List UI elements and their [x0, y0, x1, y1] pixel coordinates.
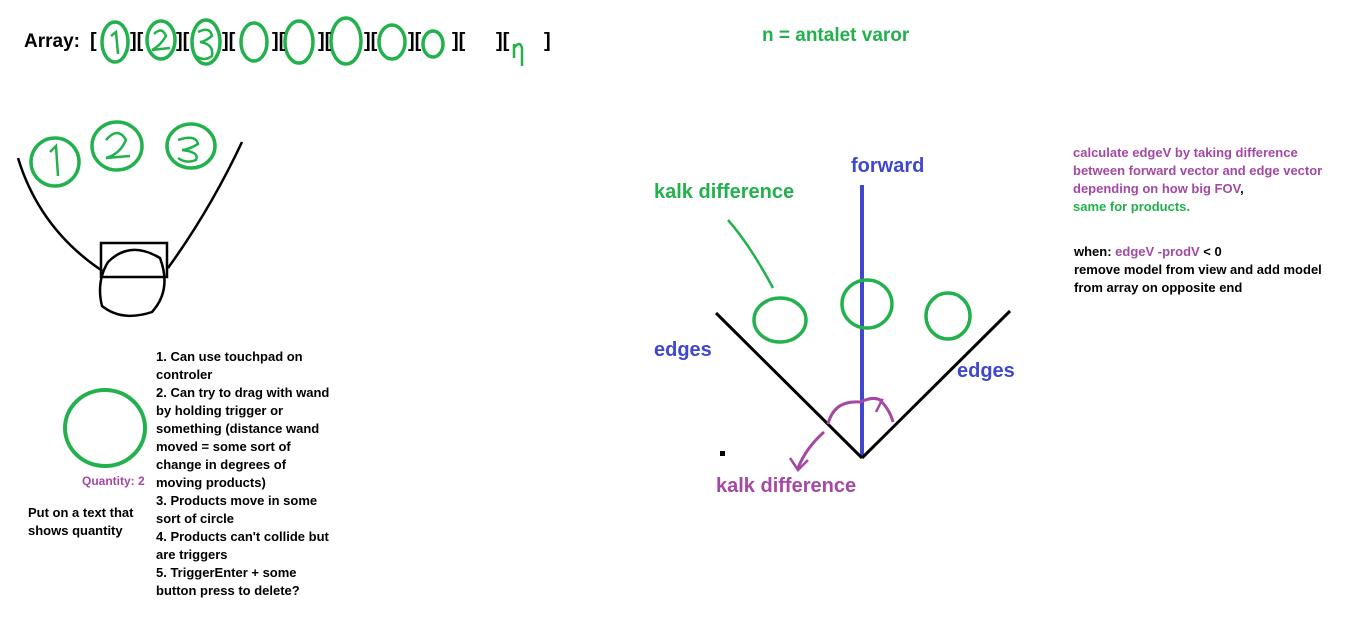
kalk-bottom-arrowhead [788, 457, 809, 472]
note-item: 3. Products move in some sort of circle [156, 493, 318, 526]
calc-edge-note: calculate edgeV by taking difference bet… [1073, 144, 1333, 216]
scribble-n [512, 42, 524, 66]
when-action: remove model from view and add model fro… [1074, 262, 1322, 295]
bracket: ][ [364, 30, 378, 52]
product-circle-left [752, 296, 808, 344]
quantity-label: Quantity: 2 [82, 474, 145, 488]
array-circle-1 [100, 20, 130, 64]
scribble-1 [110, 29, 120, 55]
kalk-bottom-pointer [796, 430, 825, 469]
array-cell-circles [100, 16, 445, 66]
scribble-2 [151, 29, 171, 52]
when-rule-note: when: edgeV -prodV < 0 remove model from… [1074, 243, 1344, 297]
n-definition: n = antalet varor [762, 25, 910, 46]
note-item: 5. TriggerEnter + some button press to d… [156, 565, 300, 598]
array-circle-5 [283, 19, 315, 65]
array-circle-2 [145, 19, 177, 61]
bracket: ][ [496, 30, 510, 52]
edge-right-line [860, 309, 1012, 460]
when-prefix: when: [1074, 244, 1116, 259]
bracket: ][ [272, 30, 286, 52]
array-circle-8 [421, 29, 445, 59]
put-text-note: Put on a text that shows quantity [28, 505, 134, 538]
bracket: ] [544, 30, 551, 52]
note-item: 4. Products can't collide but are trigge… [156, 529, 329, 562]
calc-comma: , [1240, 181, 1244, 196]
arc-arrowhead [869, 396, 884, 413]
edges-right-label: edges [957, 360, 1015, 382]
bracket: ][ [176, 30, 190, 52]
kalk-top-pointer [727, 219, 775, 289]
kalk-difference-top-label: kalk difference [654, 181, 795, 203]
bracket: ][ [452, 30, 466, 52]
product-circle-right [924, 291, 972, 341]
edge-left-line [714, 311, 864, 460]
quantity-product-circle [63, 388, 147, 468]
note-item: 1. Can use touchpad on controler [156, 349, 303, 382]
note-item: 2. Can try to drag with wand by holding … [156, 385, 330, 490]
array-brackets: [ ][ ][ ][ ][ ][ ][ ][ ][ ][ ] [90, 30, 560, 58]
interaction-notes: 1. Can use touchpad on controler 2. Can … [156, 348, 331, 600]
when-suffix: < 0 [1199, 244, 1222, 259]
forward-label: forward [851, 155, 925, 177]
calc-line-1: calculate edgeV by taking difference bet… [1073, 145, 1323, 196]
cup-sketch [16, 141, 244, 318]
product-circle-center [840, 278, 894, 330]
array-circle-7 [377, 23, 407, 61]
bracket: ][ [130, 30, 144, 52]
when-expression: edgeV -prodV [1115, 244, 1200, 259]
edges-left-label: edges [654, 339, 712, 361]
bracket: ][ [408, 30, 422, 52]
cup-product-circles [29, 120, 217, 188]
array-circle-3 [190, 18, 222, 66]
bracket: ][ [222, 30, 236, 52]
calc-line-2: same for products. [1073, 199, 1191, 214]
array-circle-6 [329, 16, 363, 66]
bracket: [ [90, 30, 97, 52]
kalk-difference-bottom-label: kalk difference [716, 475, 857, 497]
array-label: Array: [24, 31, 80, 52]
scribble-3 [195, 28, 214, 61]
fov-diagram [714, 185, 1012, 472]
array-circle-4 [239, 21, 269, 63]
bracket: ][ [318, 30, 332, 52]
stray-dot [720, 451, 725, 456]
